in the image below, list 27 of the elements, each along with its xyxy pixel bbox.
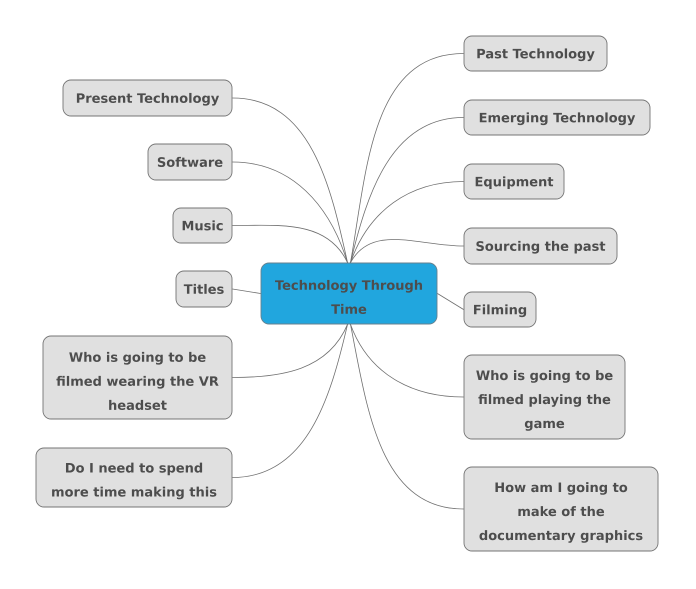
topic-box: Who is going to be filmed playing the game	[464, 354, 626, 440]
connector	[350, 239, 464, 263]
topic-box: How am I going to make of the documentary graphics	[464, 466, 658, 552]
topic-box: Do I need to spend more time making this	[36, 448, 232, 508]
connector	[232, 288, 261, 294]
topic-box: Software	[148, 144, 232, 180]
topic-box: Equipment	[464, 164, 564, 200]
topic-box: Emerging Technology	[464, 100, 650, 136]
connector	[350, 324, 464, 398]
topic-box: Music	[172, 208, 232, 244]
connector	[350, 53, 464, 263]
connector	[232, 224, 348, 263]
connector	[232, 324, 348, 478]
topic-box: Past Technology	[464, 36, 608, 72]
topic-box: Titles	[176, 270, 232, 308]
topic-box: Filming	[464, 292, 536, 328]
topic-box: Who is going to be filmed wearing the VR headset	[42, 336, 232, 420]
topic-box: Sourcing the past	[464, 228, 618, 264]
connector	[232, 324, 348, 378]
connector	[350, 117, 464, 263]
topic-box: Present Technology	[62, 80, 232, 116]
connector	[232, 98, 348, 263]
connector	[350, 324, 464, 510]
central-topic-box: Technology Through Time	[260, 262, 438, 324]
connector	[350, 181, 464, 263]
connector	[232, 162, 348, 263]
connector	[437, 293, 464, 310]
